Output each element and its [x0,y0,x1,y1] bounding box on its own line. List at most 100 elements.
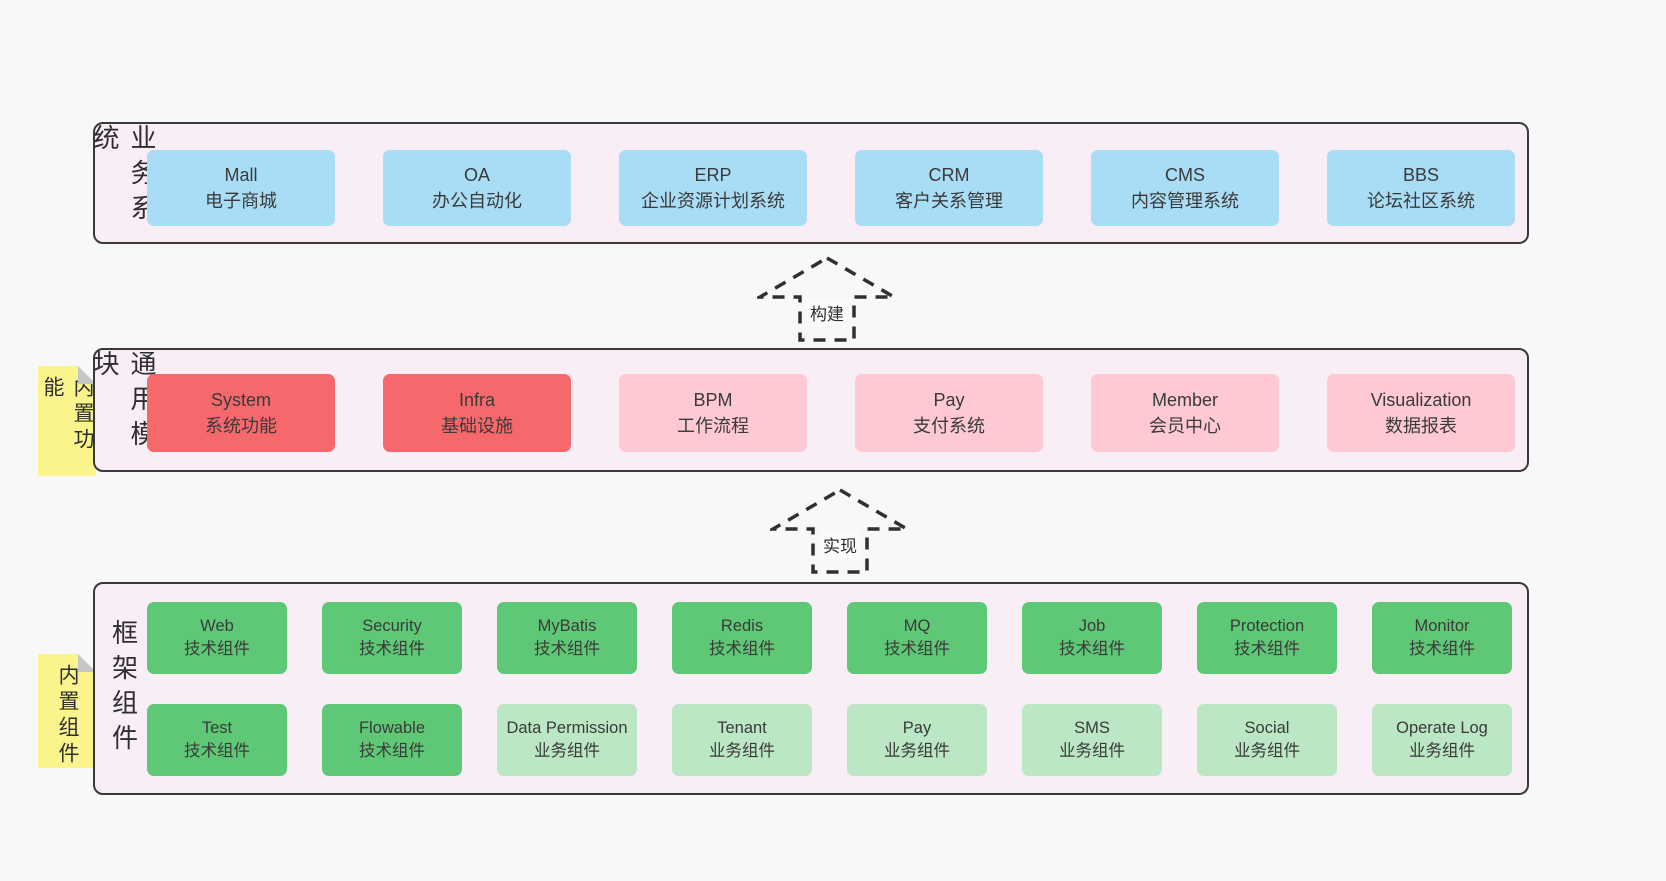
box-member: Member 会员中心 [1091,374,1279,452]
section-label: 框架组件 [108,618,139,759]
box-subtitle: 技术组件 [534,640,600,658]
box-data-permission: Data Permission 业务组件 [497,704,637,776]
box-title: Pay [933,390,965,410]
box-subtitle: 业务组件 [1409,742,1475,760]
box-subtitle: 业务组件 [534,742,600,760]
sticky-note-label: 内置组件 [56,664,79,768]
box-title: Test [201,719,233,737]
box-title: Data Permission [506,719,628,737]
box-social: Social 业务组件 [1197,704,1337,776]
box-title: Redis [720,617,764,635]
box-title: Security [362,617,422,635]
box-subtitle: 基础设施 [441,416,513,436]
box-title: Tenant [717,719,767,737]
box-title: MyBatis [537,617,597,635]
box-subtitle: 内容管理系统 [1131,191,1239,211]
box-title: CRM [928,165,970,185]
sticky-note-built-in-components: 内置组件 [38,654,96,768]
box-title: BBS [1402,165,1440,185]
box-visualization: Visualization 数据报表 [1327,374,1515,452]
section-common-modules: 通用模块 System 系统功能 Infra 基础设施 BPM 工作流程 Pay… [90,348,1529,472]
box-mq: MQ 技术组件 [847,602,987,674]
box-bbs: BBS 论坛社区系统 [1327,150,1515,226]
box-title: MQ [903,617,931,635]
sticky-fold-icon [78,654,96,672]
sticky-fold-icon [78,366,96,384]
box-subtitle: 技术组件 [1234,640,1300,658]
box-subtitle: 技术组件 [359,742,425,760]
box-web: Web 技术组件 [147,602,287,674]
box-subtitle: 技术组件 [1409,640,1475,658]
box-title: Protection [1229,617,1305,635]
arrow-label: 构建 [807,299,847,326]
box-monitor: Monitor 技术组件 [1372,602,1512,674]
box-subtitle: 技术组件 [1059,640,1125,658]
box-title: Monitor [1414,617,1470,635]
box-operate-log: Operate Log 业务组件 [1372,704,1512,776]
box-title: Flowable [358,719,426,737]
box-infra: Infra 基础设施 [383,374,571,452]
box-title: OA [463,165,490,185]
box-pay-system: Pay 支付系统 [855,374,1043,452]
box-subtitle: 业务组件 [1059,742,1125,760]
sticky-note-built-in-features: 内置功能 [38,366,96,476]
box-mall: Mall 电子商城 [147,150,335,226]
box-title: SMS [1074,719,1110,737]
box-pay-component: Pay 业务组件 [847,704,987,776]
box-crm: CRM 客户关系管理 [855,150,1043,226]
box-title: Job [1078,617,1106,635]
box-redis: Redis 技术组件 [672,602,812,674]
box-title: CMS [1165,165,1205,185]
box-title: System [210,390,271,410]
box-subtitle: 技术组件 [709,640,775,658]
box-subtitle: 业务组件 [709,742,775,760]
up-arrow-icon [770,487,910,574]
box-security: Security 技术组件 [322,602,462,674]
box-title: Member [1151,390,1218,410]
box-cms: CMS 内容管理系统 [1091,150,1279,226]
sticky-note-label: 内置功能 [41,376,94,454]
box-title: BPM [693,390,733,410]
box-erp: ERP 企业资源计划系统 [619,150,807,226]
box-subtitle: 技术组件 [184,742,250,760]
arrow-label: 实现 [820,531,860,558]
box-job: Job 技术组件 [1022,602,1162,674]
box-protection: Protection 技术组件 [1197,602,1337,674]
build-arrow: 构建 [757,255,897,343]
box-flowable: Flowable 技术组件 [322,704,462,776]
box-title: Visualization [1370,390,1472,410]
box-subtitle: 数据报表 [1385,416,1457,436]
box-subtitle: 技术组件 [884,640,950,658]
box-test: Test 技术组件 [147,704,287,776]
implement-arrow: 实现 [770,487,910,575]
box-subtitle: 技术组件 [359,640,425,658]
box-title: Infra [458,390,496,410]
box-subtitle: 企业资源计划系统 [641,191,785,211]
box-sms: SMS 业务组件 [1022,704,1162,776]
box-subtitle: 技术组件 [184,640,250,658]
section-framework-components: 框架组件 Web 技术组件 Security 技术组件 MyBatis 技术组件… [93,582,1529,795]
box-title: Mall [224,165,258,185]
section-label: 通用模块 [90,350,157,455]
box-bpm: BPM 工作流程 [619,374,807,452]
box-subtitle: 工作流程 [677,416,749,436]
box-subtitle: 支付系统 [913,416,985,436]
box-subtitle: 会员中心 [1149,416,1221,436]
box-title: Pay [902,719,932,737]
box-subtitle: 电子商城 [205,191,277,211]
section-label: 业务系统 [90,124,157,229]
section-business-systems: 业务系统 Mall 电子商城 OA 办公自动化 ERP 企业资源计划系统 CRM… [90,122,1529,244]
box-oa: OA 办公自动化 [383,150,571,226]
box-tenant: Tenant 业务组件 [672,704,812,776]
box-subtitle: 业务组件 [884,742,950,760]
box-subtitle: 论坛社区系统 [1367,191,1475,211]
box-subtitle: 业务组件 [1234,742,1300,760]
up-arrow-icon [757,255,897,342]
box-subtitle: 客户关系管理 [895,191,1003,211]
box-system: System 系统功能 [147,374,335,452]
box-title: Web [200,617,234,635]
box-title: Operate Log [1396,719,1488,737]
box-mybatis: MyBatis 技术组件 [497,602,637,674]
box-title: ERP [694,165,732,185]
